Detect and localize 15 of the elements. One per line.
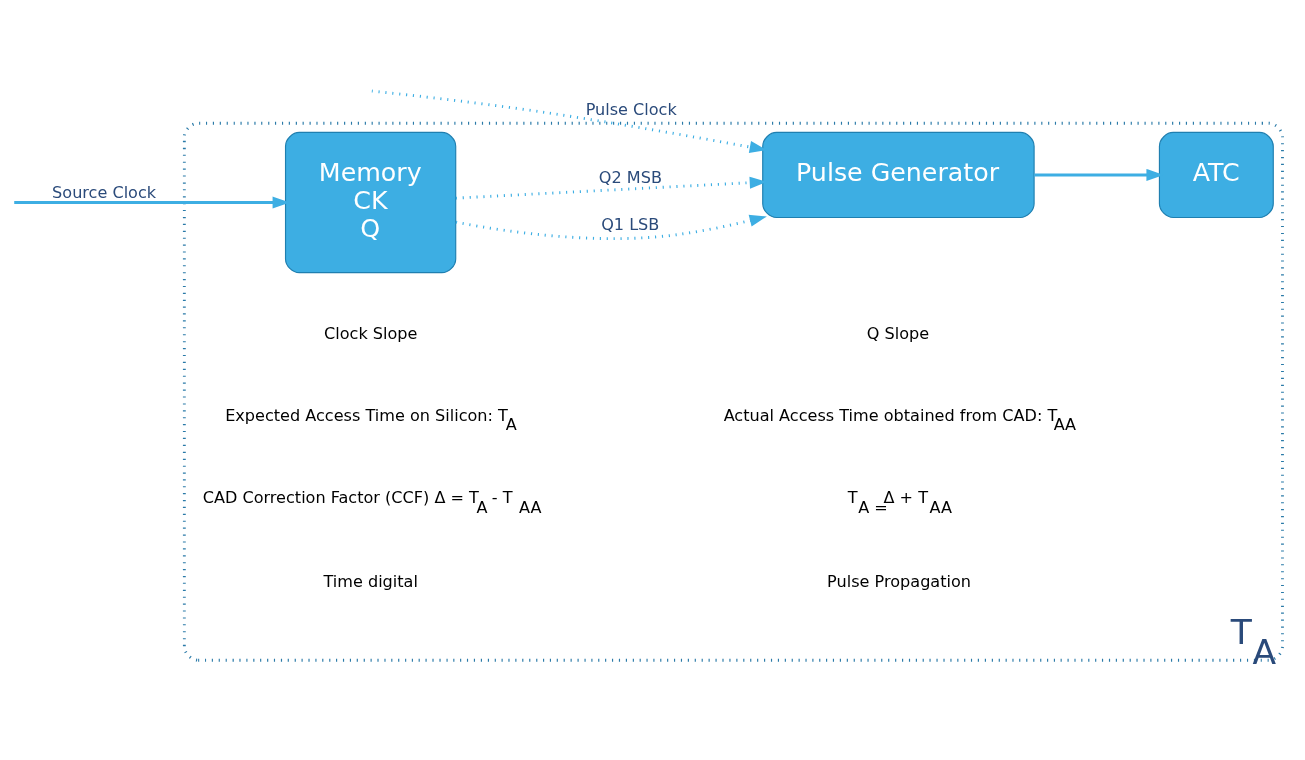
arrow	[371, 89, 767, 153]
edge-label: Source Clock	[52, 183, 157, 203]
arrow	[14, 196, 290, 209]
label: Pulse Propagation	[827, 572, 971, 592]
label: Time digital	[323, 572, 418, 592]
label: Q Slope	[866, 324, 930, 344]
arrow	[455, 214, 767, 241]
node-box: ATC	[1158, 131, 1274, 219]
arrow	[455, 176, 767, 200]
node-box: Memory CK Q	[284, 131, 457, 274]
edge-label: Q1 LSB	[601, 215, 660, 235]
node-box: Pulse Generator	[762, 131, 1035, 219]
edge-label: Pulse Clock	[585, 100, 677, 120]
label: Clock Slope	[324, 324, 418, 344]
edge-label: Q2 MSB	[598, 168, 662, 188]
